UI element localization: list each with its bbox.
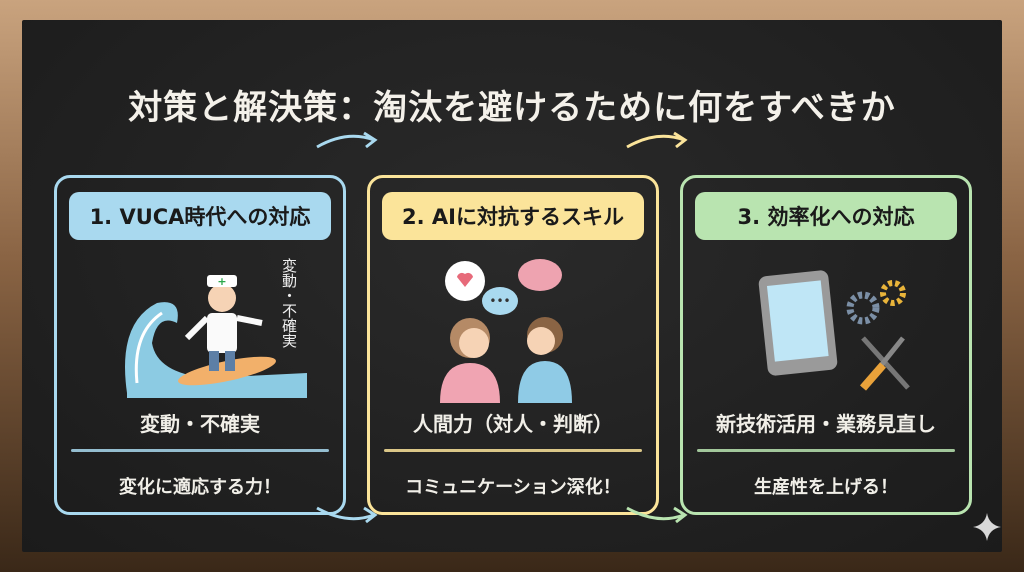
chalkboard: 対策と解決策：淘汰を避けるために何をすべきか 1. VUCA時代への対応 + 変… [22, 20, 1002, 552]
svg-text:+: + [217, 275, 226, 288]
card-conclusion: コミュニケーション深化！ [405, 477, 621, 498]
card-efficiency: 3. 効率化への対応 新技術活用・業務見直し 生産性を上げる！ [680, 175, 972, 515]
card-subtitle: 変動・不確実 [140, 412, 260, 436]
card-header: 2. AIに対抗するスキル [382, 192, 644, 240]
conversation-icon: ••• [440, 259, 572, 403]
sparkle-icon [973, 513, 1001, 541]
arrow-right-icon [316, 131, 378, 149]
card-vuca: 1. VUCA時代への対応 + 変動・不確実 変動・不確実 変化に適応する力！ [54, 175, 346, 515]
card-conclusion: 変化に適応する力！ [119, 477, 281, 498]
card-header: 1. VUCA時代への対応 [69, 192, 331, 240]
arrow-right-icon [316, 506, 378, 524]
card-ai-skills: 2. AIに対抗するスキル ••• 人間力（対人・判断） コミュニケーション深化… [367, 175, 659, 515]
arrow-right-icon [626, 131, 688, 149]
card-header: 3. 効率化への対応 [695, 192, 957, 240]
divider [384, 449, 642, 452]
card-subtitle: 新技術活用・業務見直し [716, 412, 936, 436]
divider [697, 449, 955, 452]
illustration-caption: 変動・不確実 [280, 258, 298, 348]
surfing-nurse-icon: + [125, 275, 307, 398]
card-conclusion: 生産性を上げる！ [754, 477, 898, 498]
page-title: 対策と解決策：淘汰を避けるために何をすべきか [128, 88, 896, 128]
card-subtitle: 人間力（対人・判断） [413, 412, 613, 436]
divider [71, 449, 329, 452]
tablet-tools-icon [758, 270, 910, 391]
svg-text:•••: ••• [489, 294, 510, 308]
arrow-right-icon [626, 506, 688, 524]
